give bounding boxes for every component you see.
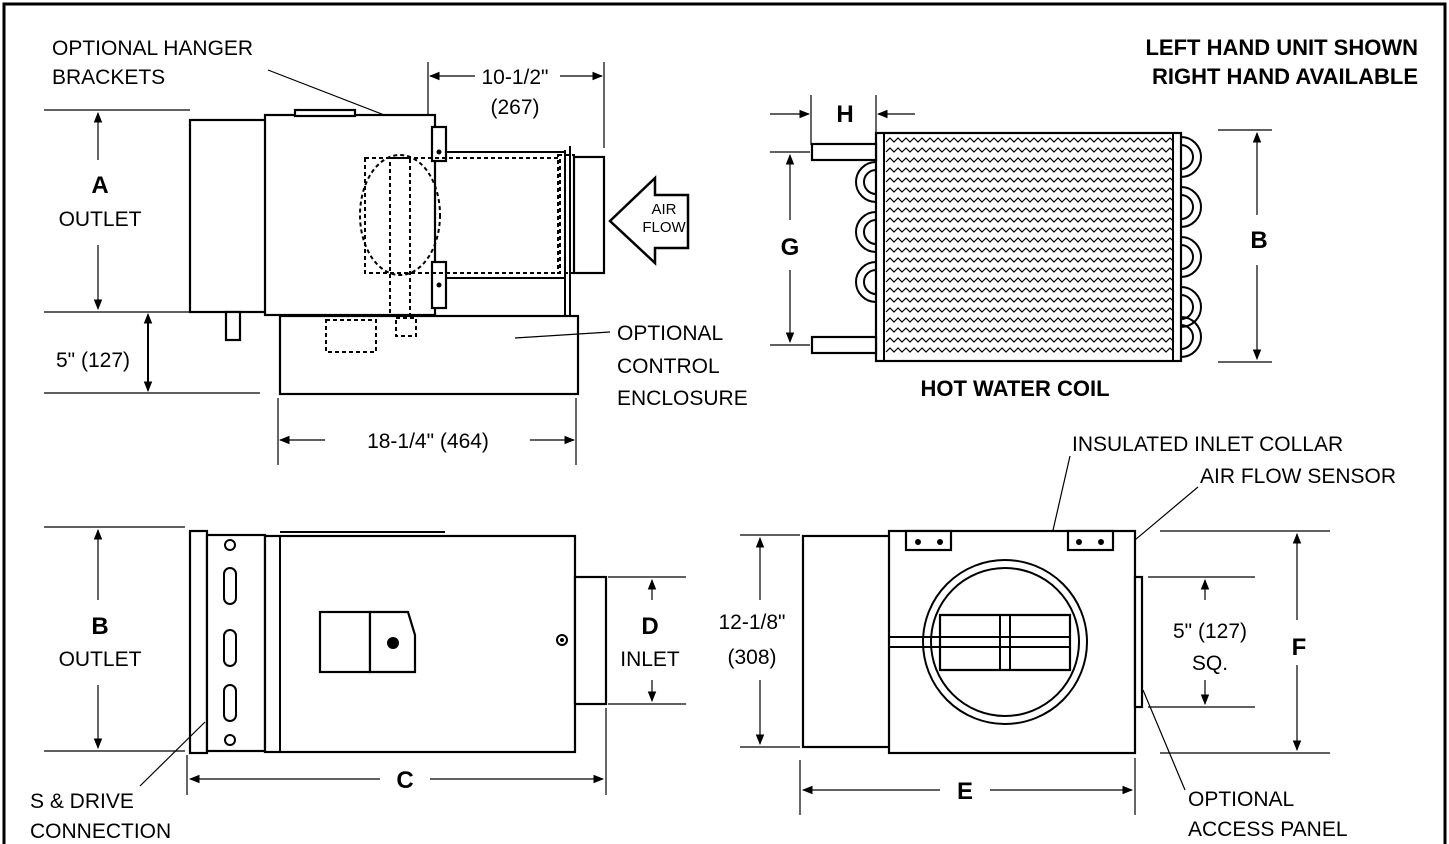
- discharge-outlet-body: [188, 118, 268, 314]
- coil-return-bend-right: [1180, 286, 1202, 328]
- coil-caption: HOT WATER COIL: [920, 376, 1109, 401]
- end-view: INSULATED INLET COLLAR AIR FLOW SENSOR 1…: [719, 433, 1397, 841]
- coil-return-bend-left-inner: [863, 169, 877, 195]
- side-view: OPTIONAL HANGER BRACKETS 10-1/2" (267) A…: [44, 37, 748, 465]
- air-flow-arrow: [608, 175, 690, 266]
- coil-return-bend-left-inner: [863, 269, 877, 295]
- coil-return-bend-right: [1180, 136, 1202, 178]
- dim-overall-length: 18-1/4" (464): [367, 430, 489, 453]
- inlet-length-dim: 10-1/2": [482, 66, 549, 89]
- coil-return-bend-right: [1180, 316, 1202, 358]
- coil-return-bend-left: [855, 261, 877, 303]
- damper-blade: [359, 154, 441, 276]
- coil-frame: [874, 131, 1183, 363]
- dim-height: 12-1/8": [719, 611, 786, 634]
- dim-square-2: SQ.: [1192, 652, 1228, 675]
- inlet-collar: [572, 155, 606, 275]
- dim-a-letter: A: [91, 172, 108, 199]
- panel-label-2: ACCESS PANEL: [1188, 818, 1348, 841]
- dim-a-text: OUTLET: [59, 208, 142, 231]
- air-flow-sensor: [938, 613, 1072, 672]
- title-line-1: LEFT HAND UNIT SHOWN: [1145, 35, 1418, 60]
- unit-casing: [263, 113, 437, 317]
- coil-return-bend-left: [855, 161, 877, 203]
- coil-return-bend-right-inner: [1180, 294, 1194, 320]
- dim-f: F: [1292, 634, 1307, 661]
- damper-outline: [364, 157, 561, 274]
- coil-return-bend-right-inner: [1180, 244, 1194, 270]
- coil-view: H G B HOT WATER COIL: [770, 95, 1272, 401]
- s-drive-label-2: CONNECTION: [30, 820, 171, 843]
- coil-return-bend-left: [855, 211, 877, 253]
- sensor-label: AIR FLOW SENSOR: [1200, 465, 1396, 488]
- coil-return-bend-right-inner: [1180, 324, 1194, 350]
- coil-fins: [885, 137, 1175, 353]
- coil-return-bend-right: [1180, 186, 1202, 228]
- dim-square-1: 5" (127): [1173, 620, 1247, 643]
- top-view-outlet-plate: [188, 529, 209, 755]
- dim-g: G: [781, 234, 800, 261]
- coil-return-bend-right: [1180, 236, 1202, 278]
- dim-d-text: INLET: [620, 648, 680, 671]
- dim-e: E: [957, 778, 973, 805]
- coil-return-bend-right-inner: [1180, 144, 1194, 170]
- top-view: B OUTLET D INLET C S: [30, 526, 686, 843]
- s-drive-label-1: S & DRIVE: [30, 790, 134, 813]
- collar-label: INSULATED INLET COLLAR: [1072, 433, 1343, 456]
- top-view-inlet: [573, 575, 608, 706]
- end-view-outlet: [801, 534, 892, 749]
- control-label-1: OPTIONAL: [617, 322, 723, 345]
- dim-height-mm: (308): [727, 646, 776, 669]
- top-view-casing: [263, 534, 577, 754]
- coil-supply-pipe: [810, 142, 878, 162]
- dim-d-letter: D: [641, 613, 658, 640]
- inlet-length-dim-mm: (267): [490, 96, 539, 119]
- access-panel: [1133, 575, 1144, 709]
- hanger-bracket-top: [430, 125, 448, 163]
- title-line-2: RIGHT HAND AVAILABLE: [1152, 64, 1418, 89]
- dim-b-text: OUTLET: [59, 648, 142, 671]
- dim-c: C: [396, 767, 413, 794]
- inlet-collar-ring: [922, 559, 1088, 725]
- dim-h: H: [836, 101, 853, 128]
- coil-return-bend-left-inner: [863, 219, 877, 245]
- dim-b-coil: B: [1250, 227, 1267, 254]
- coil-return-bend-right-inner: [1180, 194, 1194, 220]
- air-flow-label-1: AIR: [651, 201, 676, 218]
- coil-return-pipe: [810, 335, 878, 355]
- control-enclosure: [278, 314, 580, 396]
- air-flow-label-2: FLOW: [642, 219, 686, 236]
- hanger-label-line-1: OPTIONAL HANGER: [52, 37, 253, 60]
- control-box-top: [318, 610, 372, 674]
- dim-5in: 5" (127): [56, 349, 130, 372]
- dim-b-letter: B: [91, 613, 108, 640]
- control-label-2: CONTROL: [617, 355, 720, 378]
- panel-label-1: OPTIONAL: [1188, 788, 1294, 811]
- control-label-3: ENCLOSURE: [617, 387, 748, 410]
- hanger-label-line-2: BRACKETS: [52, 66, 165, 89]
